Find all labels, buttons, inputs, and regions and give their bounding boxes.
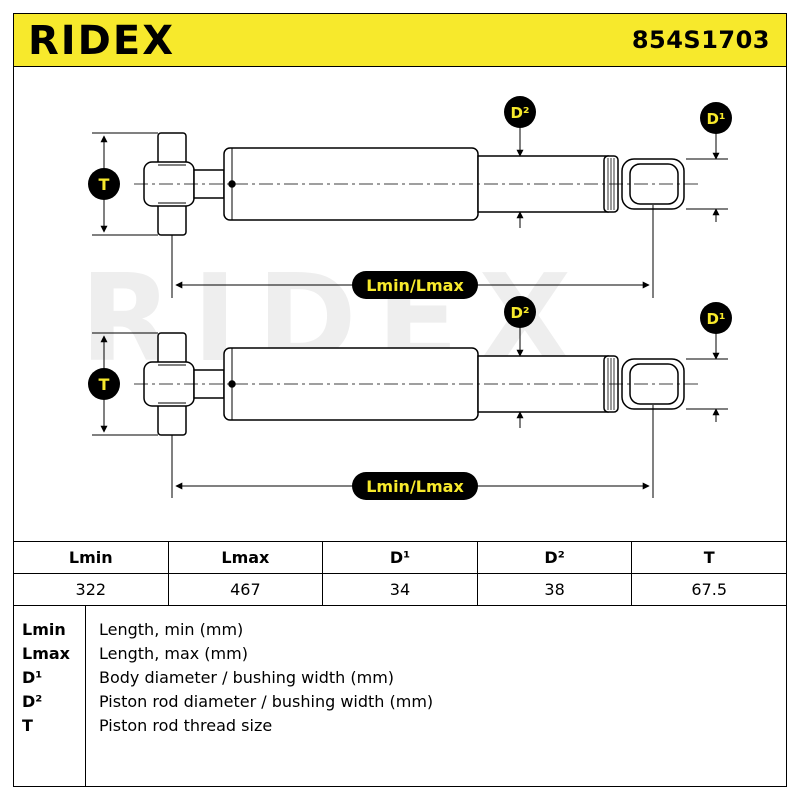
legend-desc: Body diameter / bushing width (mm) <box>99 668 395 687</box>
svg-text:Lmin/Lmax: Lmin/Lmax <box>366 276 464 295</box>
svg-text:D¹: D¹ <box>706 110 725 128</box>
legend-key: Lmax <box>22 644 70 663</box>
badge-d2-top: D² <box>504 96 536 128</box>
badge-length-top: Lmin/Lmax <box>352 271 478 299</box>
col-lmax-header: Lmax <box>167 541 324 574</box>
shock-absorber-bottom <box>143 332 685 436</box>
t-value: 67.5 <box>631 573 787 606</box>
legend-desc: Length, min (mm) <box>99 620 244 639</box>
badge-d1-bottom: D¹ <box>700 302 732 334</box>
lmax-value: 467 <box>167 573 324 606</box>
svg-text:T: T <box>99 375 110 394</box>
d2-value: 38 <box>476 573 633 606</box>
col-d1-header: D¹ <box>322 541 478 574</box>
col-t-header: T <box>631 541 787 574</box>
legend-divider <box>85 606 86 786</box>
legend-desc: Length, max (mm) <box>99 644 248 663</box>
legend-key: Lmin <box>22 620 66 639</box>
col-lmin-header: Lmin <box>13 541 169 574</box>
badge-t-top: T <box>88 168 120 200</box>
legend-key: D² <box>22 692 43 711</box>
legend-box: Lmin Length, min (mm) Lmax Length, max (… <box>13 605 787 787</box>
svg-text:D¹: D¹ <box>706 310 725 328</box>
badge-d1-top: D¹ <box>700 102 732 134</box>
spec-table-value-row: 322 467 34 38 67.5 <box>13 573 787 606</box>
spec-table: Lmin Lmax D¹ D² T 322 467 34 38 67.5 <box>13 541 787 606</box>
header-bar: RIDEX 854S1703 <box>13 13 787 67</box>
lmin-value: 322 <box>13 573 169 606</box>
legend-key: T <box>22 716 33 735</box>
svg-text:Lmin/Lmax: Lmin/Lmax <box>366 477 464 496</box>
brand-logo-text: RIDEX <box>28 18 175 62</box>
legend-key: D¹ <box>22 668 43 687</box>
svg-text:T: T <box>99 175 110 194</box>
svg-text:D²: D² <box>510 304 529 322</box>
badge-length-bottom: Lmin/Lmax <box>352 472 478 500</box>
svg-text:D²: D² <box>510 104 529 122</box>
d1-value: 34 <box>322 573 478 606</box>
legend-desc: Piston rod diameter / bushing width (mm) <box>99 692 434 711</box>
spec-table-header-row: Lmin Lmax D¹ D² T <box>13 541 787 574</box>
badge-t-bottom: T <box>88 368 120 400</box>
brand-logo: RIDEX <box>28 18 208 66</box>
legend-desc: Piston rod thread size <box>99 716 273 735</box>
badge-d2-bottom: D² <box>504 296 536 328</box>
col-d2-header: D² <box>476 541 633 574</box>
part-number: 854S1703 <box>631 26 770 54</box>
